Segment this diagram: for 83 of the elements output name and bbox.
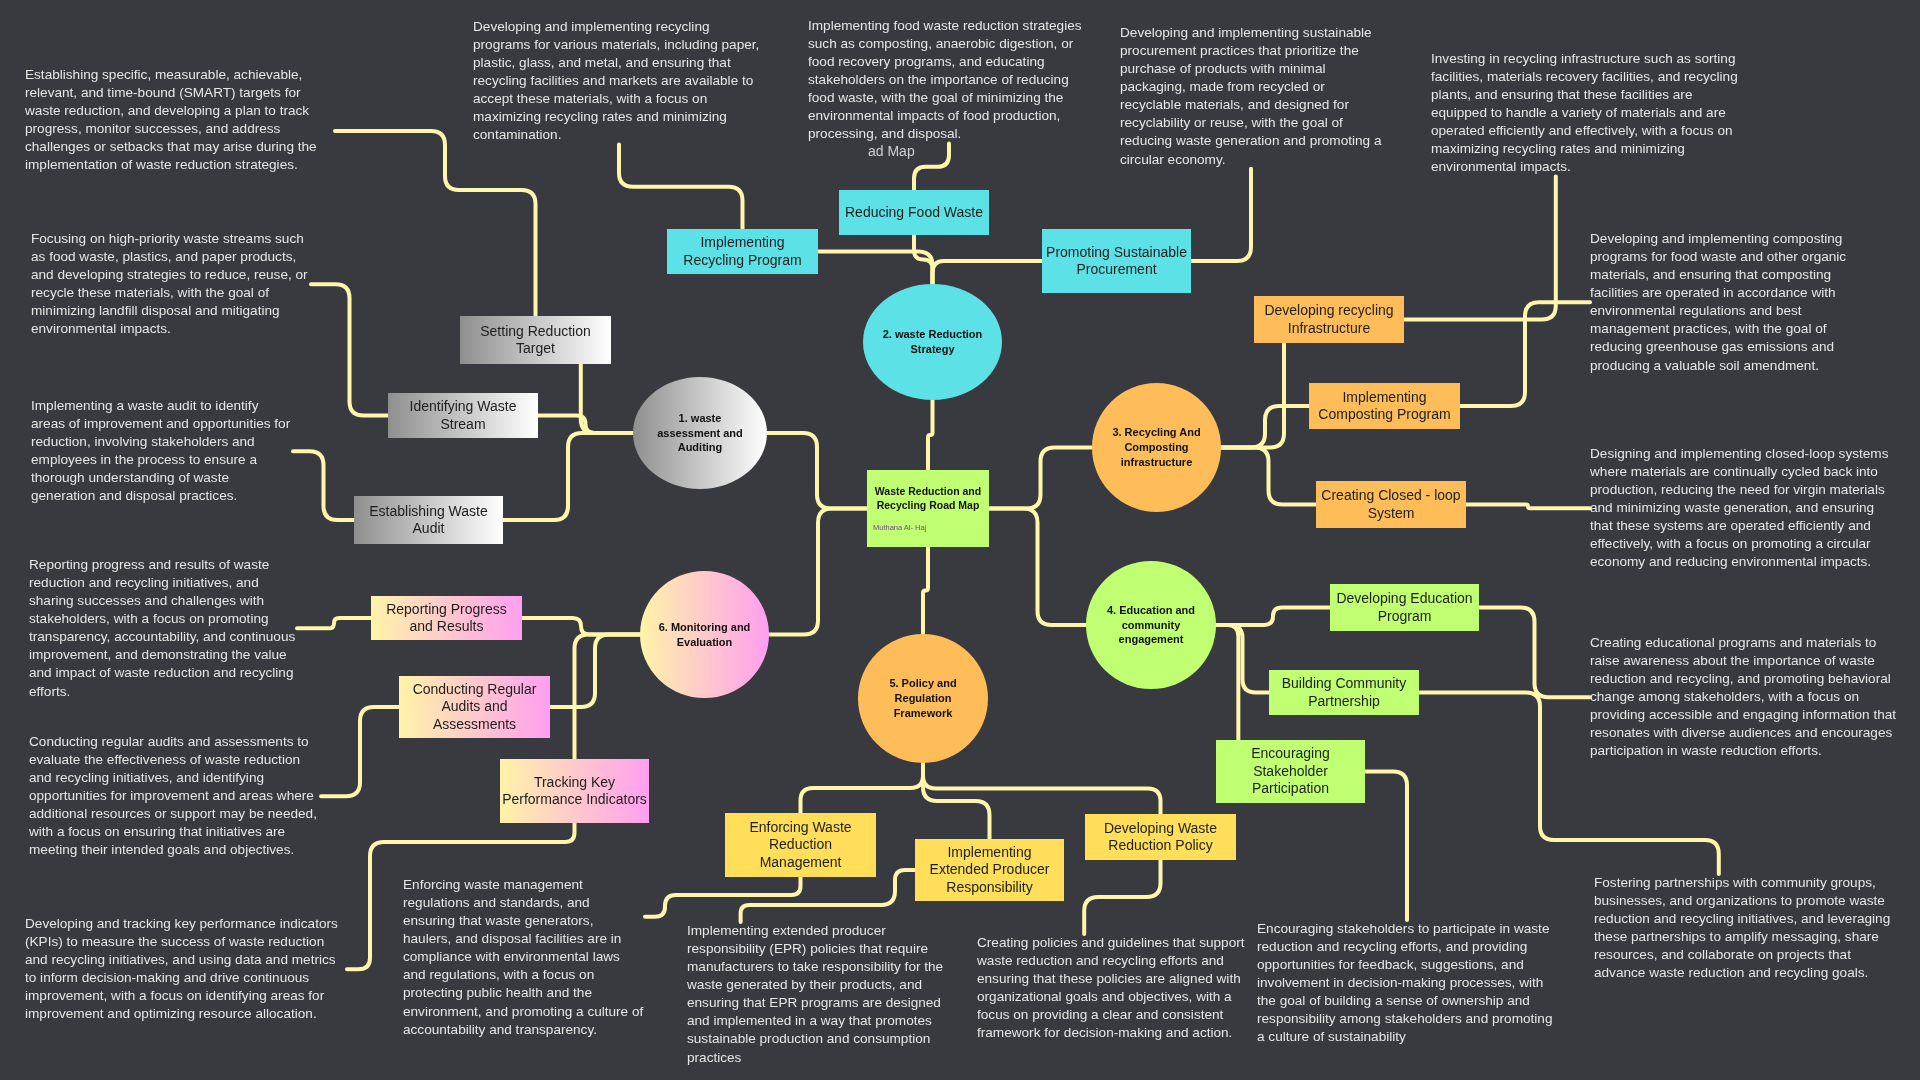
connector-line — [345, 821, 577, 972]
subtopic-title: Building Community Partnership — [1280, 675, 1408, 710]
connector-line — [921, 761, 1163, 816]
description-text: Establishing specific, measurable, achievable, relevant, and time-bound (SMART) targets for waste reduction, and developing a plan to track progress, monitor successes, and address challenges or setbacks that may arise during the implementation of waste reduction strategies. — [25, 66, 335, 175]
description-text: Focusing on high-priority waste streams such as food waste, plastics, and paper products, and developing strategies to reduce, reuse, or recycle these materials, with the goal of minimizing landfill disposal and mitigating environmental impacts. — [31, 230, 311, 339]
topic-title: 1. waste assessment and Auditing — [656, 410, 744, 456]
central-topic-box — [867, 470, 989, 547]
subtopic-box — [1254, 296, 1404, 343]
connector-line — [309, 282, 390, 418]
description-text: Investing in recycling infrastructure such as sorting facilities, materials recovery facilities, and recycling plants, and ensuring that these facilities are equipped to handle a variety of materials and are operated efficiently and effectively, with a focus on maximizing recycling rates and minimizing environmental impacts. — [1431, 50, 1743, 177]
connector-line — [643, 875, 803, 919]
connector-line — [926, 398, 935, 472]
subtopic-box — [500, 759, 649, 823]
subtopic-title: Developing Waste Reduction Policy — [1102, 819, 1219, 855]
subtopic-box — [354, 496, 503, 544]
subtopic-title: Reporting Progress and Results — [385, 600, 508, 636]
description-text: Developing and implementing composting programs for food waste and other organic materials, and ensuring that composting facilities are operated in accordance with environmental regulations and best management practices, with the goal of reducing greenhouse gas emissions and producing a valuable soil amendment. — [1590, 230, 1858, 375]
subtopic-title: Developing Education Program — [1335, 590, 1474, 625]
map-title: Waste Reduction and Recycling Road Map — [873, 485, 983, 513]
description-text: Creating educational programs and materials to raise awareness about the importance of waste reduction and recycling, and promoting behavioral change among stakeholders, with a focus on providing accessible and engaging information that resonates with diverse audiences and encourages participation in waste reduction efforts. — [1590, 634, 1902, 761]
description-text: Implementing a waste audit to identify areas of improvement and opportunities for reduction, involving stakeholders and employees in the process to ensure a thorough understanding of waste generation and disposal practices. — [31, 397, 293, 506]
connector-line — [617, 142, 745, 231]
description-text: Creating policies and guidelines that support waste reduction and recycling efforts and ensuring that these policies are aligned with organizational goals and objectives, with a focus on providing a clear and consistent framework for decision-making and action. — [977, 934, 1245, 1043]
subtopic-box — [1309, 383, 1460, 429]
connector-line — [572, 632, 642, 761]
topic-title: 6. Monitoring and Evaluation — [657, 619, 752, 650]
subtopic-title: Implementing Extended Producer Responsibility — [928, 843, 1051, 897]
subtopic-box — [1085, 814, 1236, 860]
description-text: Developing and tracking key performance indicators (KPIs) to measure the success of waste reduction and recycling initiatives, and using data and metrics to inform decision-making and drive continuous improvement, with a focus on identifying areas for improvement and optimizing resource allocation. — [25, 915, 347, 1024]
connector-line — [921, 545, 930, 636]
description-text: Enforcing waste management regulations and standards, and ensuring that waste generators, haulers, and disposal facilities are in compliance with environmental laws and regulations, with a focus on protecting public health and the environment, and promoting a culture of accountability and transparency. — [403, 876, 645, 1039]
subtopic-box — [1269, 670, 1419, 715]
connector-line — [1219, 445, 1318, 507]
note-text: ad Map — [868, 143, 915, 159]
description-text: Fostering partnerships with community groups, businesses, and organizations to promote waste reduction and recycling initiatives, and leveraging these partnerships to amplify messaging, share resources, and collaborate on projects that advance waste reduction and recycling goals. — [1594, 874, 1906, 983]
subtopic-title: Implementing Recycling Program — [682, 234, 803, 269]
topic-title: 5. Policy and Regulation Framework — [888, 676, 958, 721]
description-text: Reporting progress and results of waste reduction and recycling initiatives, and sharing successes and challenges with stakeholders, with a focus on promoting transparency, accountability, and continuous improvement, and demonstrating the value and impact of waste reduction and recycling efforts. — [29, 556, 297, 701]
description-text: Conducting regular audits and assessments to evaluate the effectiveness of waste reduction and recycling initiatives, and identifying opportunities for improvement and areas where additional resources or support may be needed, with a focus on ensuring that initiatives are meeting their intended goals and objectives. — [29, 733, 321, 860]
connector-line — [1082, 858, 1163, 936]
subtopic-box — [460, 316, 611, 364]
connector-line — [291, 449, 356, 522]
connector-line — [1214, 623, 1241, 742]
subtopic-box — [399, 676, 550, 738]
subtopic-title: Developing recycling Infrastructure — [1263, 302, 1395, 337]
topic-title: 3. Recycling And Composting infrastructure — [1111, 425, 1202, 470]
topic-title: 4. Education and community engagement — [1106, 602, 1196, 648]
subtopic-box — [1042, 229, 1191, 293]
subtopic-box — [388, 393, 538, 438]
subtopic-title: Setting Reduction Target — [479, 322, 592, 358]
subtopic-box — [839, 190, 989, 235]
subtopic-box — [667, 229, 818, 274]
description-text: Developing and implementing sustainable procurement practices that prioritize the purchase of products with minimal packaging, made from recycled or recyclable materials, and designed for recyclability or reuse, with the goal of reducing waste generation and promoting a circular economy. — [1120, 24, 1382, 169]
connector-line — [295, 616, 373, 631]
topic-title: 2. waste Reduction Strategy — [881, 327, 984, 357]
connector-line — [738, 868, 917, 924]
connector-line — [930, 259, 1044, 286]
subtopic-title: Establishing Waste Audit — [368, 502, 489, 538]
subtopic-title: Identifying Waste Stream — [408, 398, 518, 433]
subtopic-title: Implementing Composting Program — [1317, 388, 1452, 424]
subtopic-box — [725, 813, 876, 877]
subtopic-title: Reducing Food Waste — [845, 203, 983, 222]
subtopic-title: Creating Closed - loop System — [1320, 487, 1462, 522]
description-text: Implementing food waste reduction strategies such as composting, anaerobic digestion, or food recovery programs, and educating stakeholders on the importance of reducing food waste, with the goal of minimizing the environmental impacts of food production, processing, and disposal. — [808, 17, 1090, 144]
subtopic-box — [1216, 740, 1365, 803]
description-text: Encouraging stakeholders to participate in waste reduction and recycling efforts, and providing opportunities for feedback, suggestions, and involvement in decision-making processes, with the goal of building a sense of ownership and responsibility among stakeholders and promoting a culture of sustainability — [1257, 920, 1557, 1047]
subtopic-box — [1316, 481, 1466, 528]
connector-line — [501, 431, 635, 522]
subtopic-title: Conducting Regular Audits and Assessments — [411, 680, 538, 734]
description-text: Designing and implementing closed-loop systems where materials are continually cycled back into production, reducing the need for virgin materials and minimizing waste generation, and ensuring that these systems are operated efficiently and effectively, with a focus on promoting a circular economy and reducing environmental impacts. — [1590, 445, 1900, 572]
subtopic-title: Encouraging Stakeholder Participation — [1250, 745, 1331, 798]
subtopic-box — [371, 596, 522, 640]
subtopic-title: Tracking Key Performance Indicators — [502, 773, 647, 809]
connector-line — [767, 506, 869, 637]
connector-line — [319, 705, 401, 799]
subtopic-box — [915, 839, 1064, 901]
subtopic-box — [1330, 584, 1479, 631]
subtopic-title: Promoting Sustainable Procurement — [1045, 243, 1188, 279]
description-text: Implementing extended producer responsibility (EPR) policies that require manufacturers to take responsibility for the waste generated by their products, and ensuring that EPR programs are designed and implemented in a way that promotes sustainable production and consumption practices — [687, 922, 955, 1067]
connector-line — [333, 129, 538, 318]
subtopic-title: Enforcing Waste Reduction Management — [748, 818, 853, 872]
connector-line — [912, 141, 951, 192]
description-text: Developing and implementing recycling programs for various materials, including paper, plastic, glass, and metal, and ensuring that recycling facilities and markets are available to accept these materials, with a focus on maximizing recycling rates and minimizing contamination. — [473, 18, 765, 145]
